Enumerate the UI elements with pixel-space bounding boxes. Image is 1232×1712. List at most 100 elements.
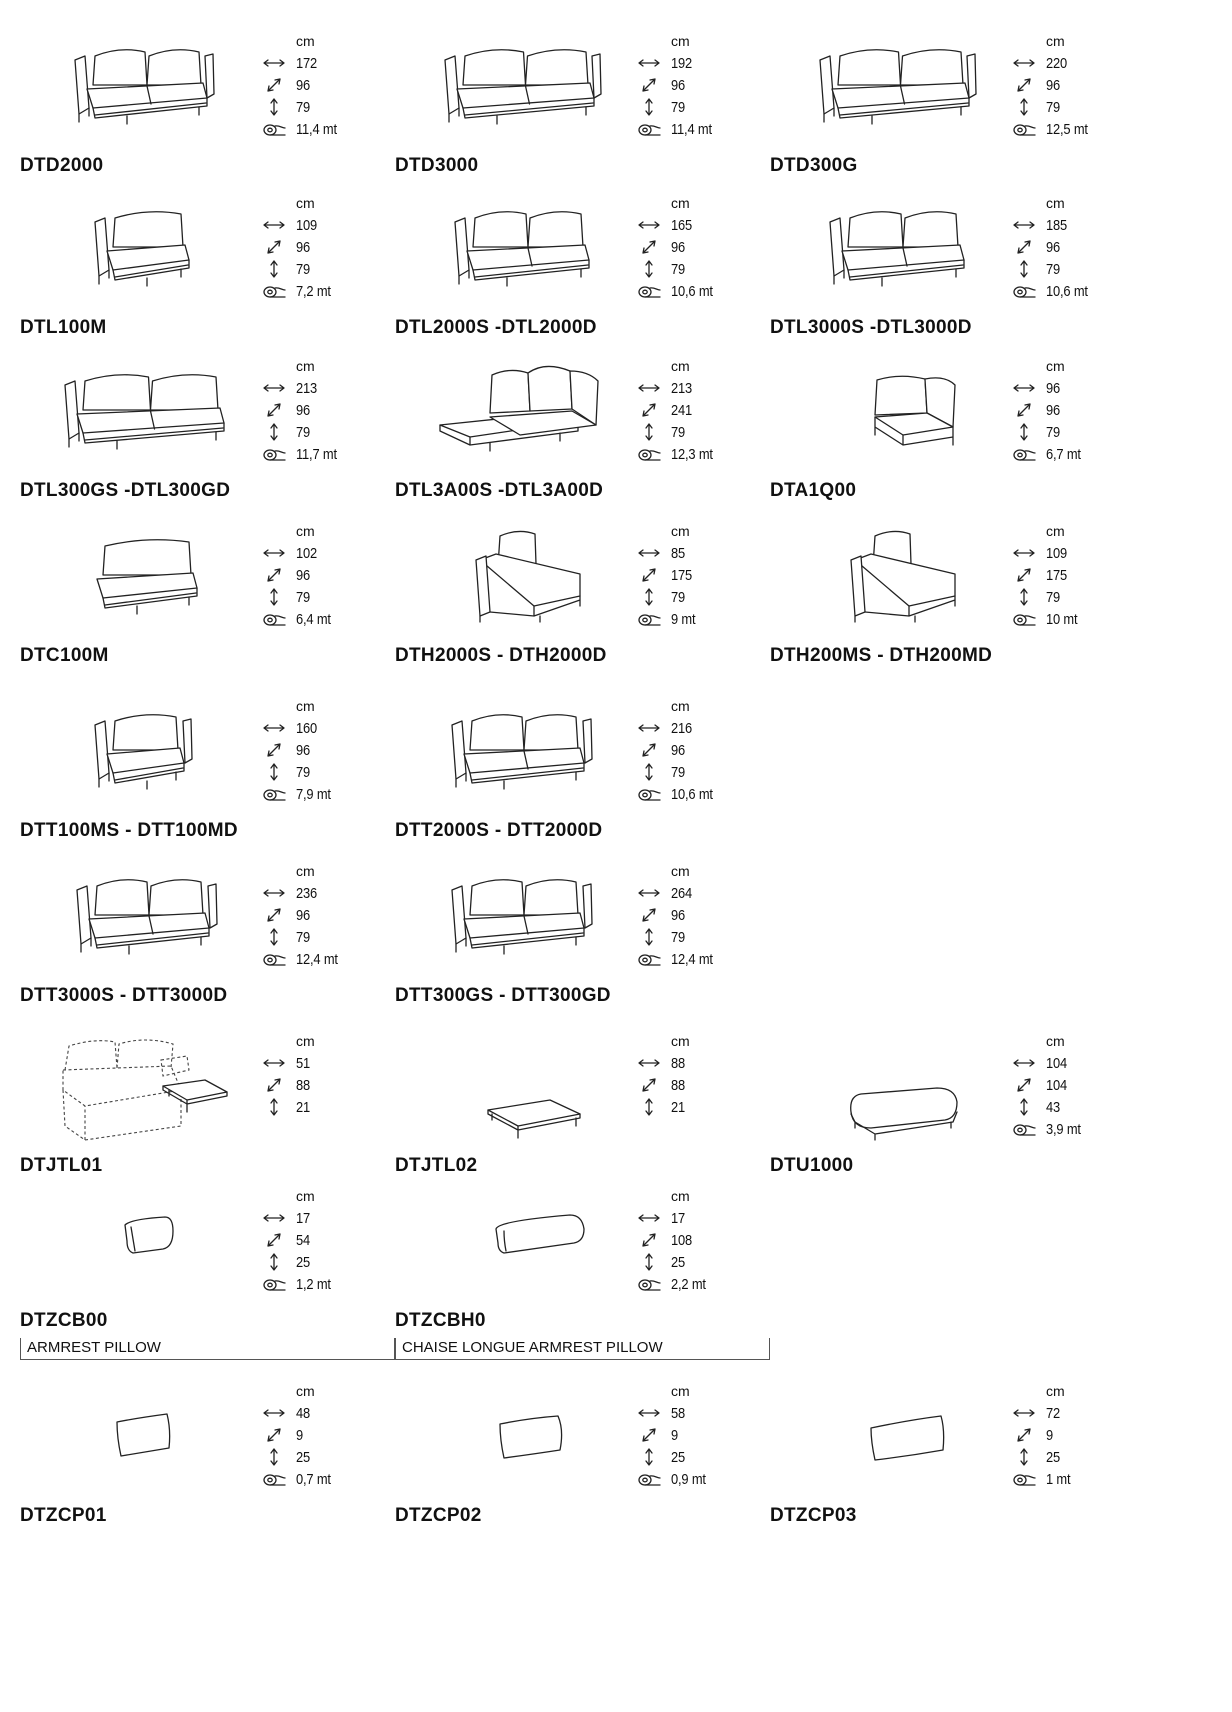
fabric-roll-icon bbox=[635, 1275, 663, 1293]
width-row: 17 bbox=[260, 1207, 400, 1229]
height-value: 79 bbox=[296, 423, 311, 441]
width-value: 213 bbox=[671, 379, 693, 397]
depth-arrow-icon bbox=[260, 76, 288, 94]
width-arrow-icon bbox=[1010, 1054, 1038, 1072]
depth-row: 96 bbox=[1010, 236, 1150, 258]
fabric-value: 10,6 mt bbox=[671, 785, 713, 803]
fabric-value: 0,7 mt bbox=[296, 1470, 331, 1488]
width-row: 109 bbox=[1010, 542, 1150, 564]
fabric-roll-icon bbox=[635, 610, 663, 628]
depth-arrow-icon bbox=[1010, 566, 1038, 584]
width-row: 213 bbox=[260, 377, 400, 399]
height-value: 79 bbox=[296, 260, 311, 278]
fabric-roll-icon bbox=[635, 282, 663, 300]
height-value: 79 bbox=[671, 763, 686, 781]
height-value: 79 bbox=[671, 260, 686, 278]
width-arrow-icon bbox=[260, 1209, 288, 1227]
fabric-value: 10,6 mt bbox=[671, 282, 713, 300]
product-code: DTA1Q00 bbox=[770, 480, 857, 501]
product-illustration bbox=[430, 355, 620, 470]
fabric-row: 7,9 mt bbox=[260, 783, 400, 805]
depth-value: 96 bbox=[296, 906, 311, 924]
fabric-value: 12,3 mt bbox=[671, 445, 713, 463]
height-arrow-icon bbox=[260, 1448, 288, 1466]
height-value: 79 bbox=[296, 928, 311, 946]
fabric-roll-icon bbox=[1010, 1120, 1038, 1138]
depth-row: 96 bbox=[635, 739, 775, 761]
depth-arrow-icon bbox=[635, 238, 663, 256]
width-value: 104 bbox=[1046, 1054, 1068, 1072]
width-arrow-icon bbox=[1010, 54, 1038, 72]
width-arrow-icon bbox=[260, 54, 288, 72]
depth-value: 96 bbox=[671, 76, 686, 94]
fabric-row: 9 mt bbox=[635, 608, 775, 630]
depth-row: 54 bbox=[260, 1229, 400, 1251]
width-row: 192 bbox=[635, 52, 775, 74]
width-value: 172 bbox=[296, 54, 318, 72]
width-row: 88 bbox=[635, 1052, 775, 1074]
product-code: DTC100M bbox=[20, 645, 109, 666]
depth-value: 9 bbox=[1046, 1426, 1054, 1444]
width-row: 220 bbox=[1010, 52, 1150, 74]
depth-row: 96 bbox=[260, 564, 400, 586]
fabric-value: 7,2 mt bbox=[296, 282, 331, 300]
height-value: 21 bbox=[296, 1098, 311, 1116]
height-value: 79 bbox=[296, 98, 311, 116]
width-value: 17 bbox=[296, 1209, 311, 1227]
height-row: 79 bbox=[260, 96, 400, 118]
product-code: DTJTL01 bbox=[20, 1155, 103, 1176]
unit-label: cm bbox=[671, 358, 690, 374]
fabric-value: 1 mt bbox=[1046, 1470, 1071, 1488]
unit-label: cm bbox=[296, 33, 315, 49]
product-code: DTD2000 bbox=[20, 155, 104, 176]
unit-label: cm bbox=[296, 195, 315, 211]
depth-value: 104 bbox=[1046, 1076, 1068, 1094]
product-illustration bbox=[430, 192, 620, 307]
height-value: 79 bbox=[1046, 260, 1061, 278]
depth-value: 96 bbox=[296, 76, 311, 94]
height-value: 25 bbox=[671, 1448, 686, 1466]
unit-label: cm bbox=[1046, 1383, 1065, 1399]
fabric-roll-icon bbox=[1010, 282, 1038, 300]
depth-arrow-icon bbox=[260, 906, 288, 924]
height-row: 43 bbox=[1010, 1096, 1150, 1118]
depth-value: 96 bbox=[671, 238, 686, 256]
product-code: DTZCP03 bbox=[770, 1505, 857, 1526]
width-value: 264 bbox=[671, 884, 693, 902]
height-row: 21 bbox=[260, 1096, 400, 1118]
depth-arrow-icon bbox=[635, 741, 663, 759]
fabric-row: 11,7 mt bbox=[260, 443, 400, 465]
unit-label: cm bbox=[296, 1188, 315, 1204]
depth-arrow-icon bbox=[260, 238, 288, 256]
fabric-value: 7,9 mt bbox=[296, 785, 331, 803]
width-row: 185 bbox=[1010, 214, 1150, 236]
depth-arrow-icon bbox=[635, 76, 663, 94]
width-arrow-icon bbox=[635, 1209, 663, 1227]
product-illustration bbox=[805, 30, 995, 145]
depth-arrow-icon bbox=[635, 1231, 663, 1249]
width-arrow-icon bbox=[1010, 379, 1038, 397]
product-code: DTH2000S - DTH2000D bbox=[395, 645, 607, 666]
height-arrow-icon bbox=[1010, 98, 1038, 116]
fabric-row: 1 mt bbox=[1010, 1468, 1150, 1490]
height-row: 79 bbox=[260, 926, 400, 948]
depth-value: 96 bbox=[1046, 401, 1061, 419]
product-illustration bbox=[55, 355, 245, 470]
fabric-value: 10,6 mt bbox=[1046, 282, 1088, 300]
depth-arrow-icon bbox=[1010, 238, 1038, 256]
width-value: 72 bbox=[1046, 1404, 1061, 1422]
fabric-value: 1,2 mt bbox=[296, 1275, 331, 1293]
